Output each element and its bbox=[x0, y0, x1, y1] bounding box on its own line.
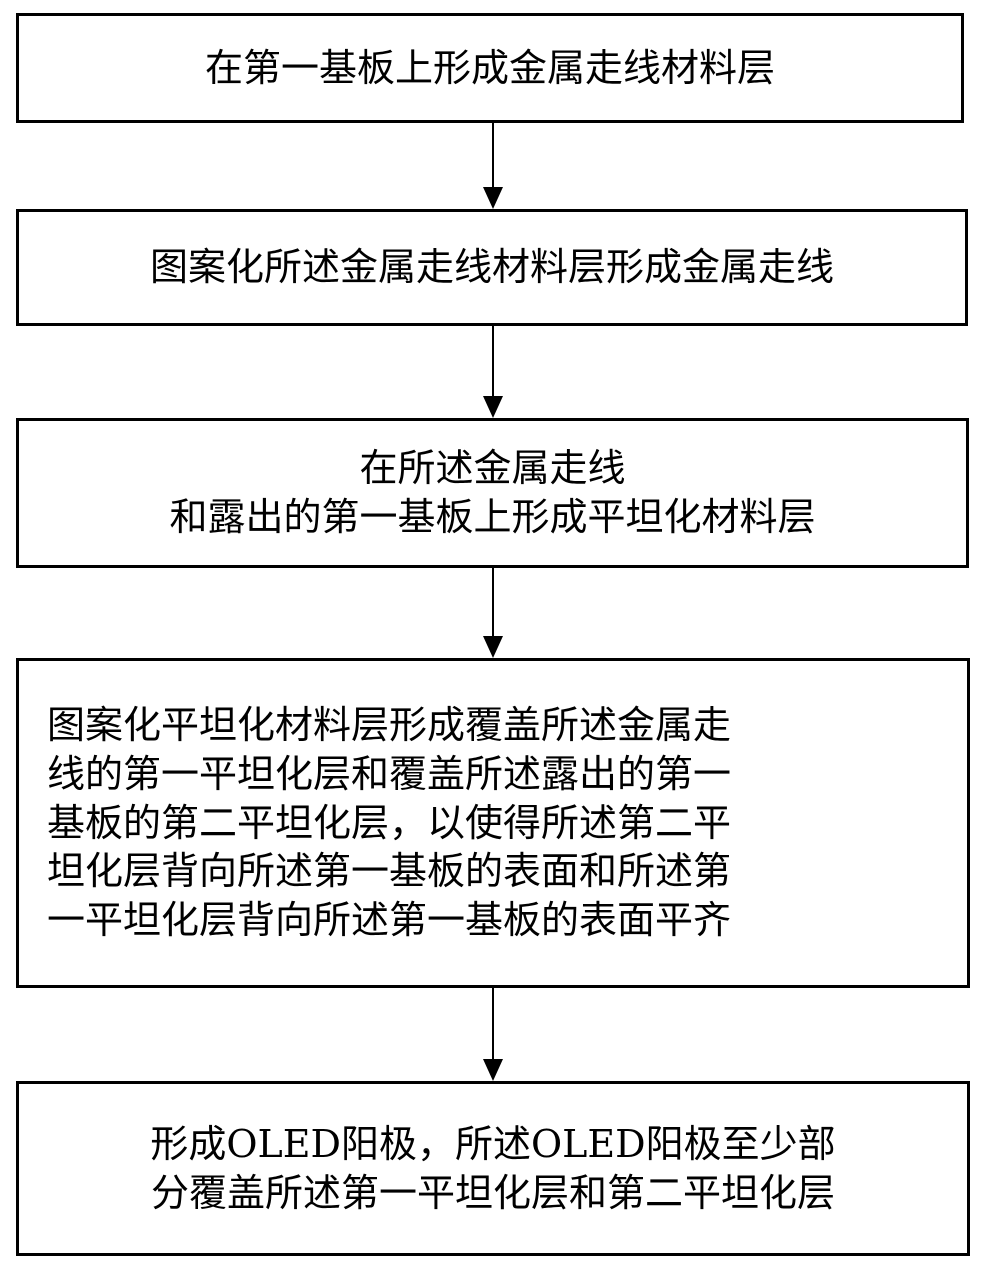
step-4-line-4: 坦化层背向所述第一基板的表面和所述第 bbox=[47, 847, 731, 896]
step-2-line-1: 图案化所述金属走线材料层形成金属走线 bbox=[150, 243, 834, 292]
step-2-box: 图案化所述金属走线材料层形成金属走线 bbox=[16, 209, 968, 326]
step-4-box: 图案化平坦化材料层形成覆盖所述金属走 线的第一平坦化层和覆盖所述露出的第一 基板… bbox=[16, 658, 970, 988]
arrow-4-to-5 bbox=[478, 988, 508, 1081]
step-4-line-3: 基板的第二平坦化层，以使得所述第二平 bbox=[47, 799, 731, 848]
step-1-box: 在第一基板上形成金属走线材料层 bbox=[16, 13, 964, 123]
step-5-line-1: 形成OLED阳极，所述OLED阳极至少部 bbox=[150, 1120, 835, 1169]
step-4-line-5: 一平坦化层背向所述第一基板的表面平齐 bbox=[47, 896, 731, 945]
step-3-box: 在所述金属走线 和露出的第一基板上形成平坦化材料层 bbox=[16, 418, 969, 568]
step-4-line-2: 线的第一平坦化层和覆盖所述露出的第一 bbox=[47, 750, 731, 799]
step-3-line-2: 和露出的第一基板上形成平坦化材料层 bbox=[169, 493, 815, 542]
arrow-1-to-2 bbox=[478, 123, 508, 209]
step-5-line-2: 分覆盖所述第一平坦化层和第二平坦化层 bbox=[151, 1169, 835, 1218]
step-5-box: 形成OLED阳极，所述OLED阳极至少部 分覆盖所述第一平坦化层和第二平坦化层 bbox=[16, 1081, 970, 1256]
step-3-line-1: 在所述金属走线 bbox=[359, 444, 625, 493]
arrow-2-to-3 bbox=[478, 326, 508, 418]
step-4-line-1: 图案化平坦化材料层形成覆盖所述金属走 bbox=[47, 701, 731, 750]
step-1-line-1: 在第一基板上形成金属走线材料层 bbox=[205, 44, 775, 93]
arrow-3-to-4 bbox=[478, 568, 508, 658]
